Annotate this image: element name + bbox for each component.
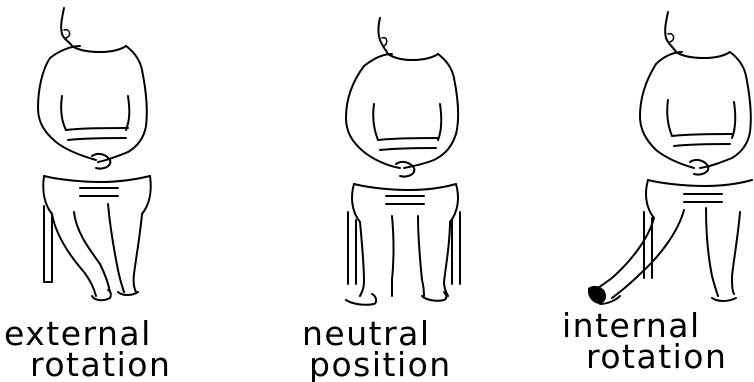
caption-internal-rotation: internal rotation xyxy=(562,310,727,372)
caption-neutral-line2: position xyxy=(302,349,452,380)
caption-neutral-position: neutral position xyxy=(302,318,452,380)
caption-external-rotation: external rotation xyxy=(4,318,171,380)
caption-internal-line2: rotation xyxy=(562,341,727,372)
caption-external-line2: rotation xyxy=(4,349,171,380)
seated-figure-internal xyxy=(588,12,752,304)
